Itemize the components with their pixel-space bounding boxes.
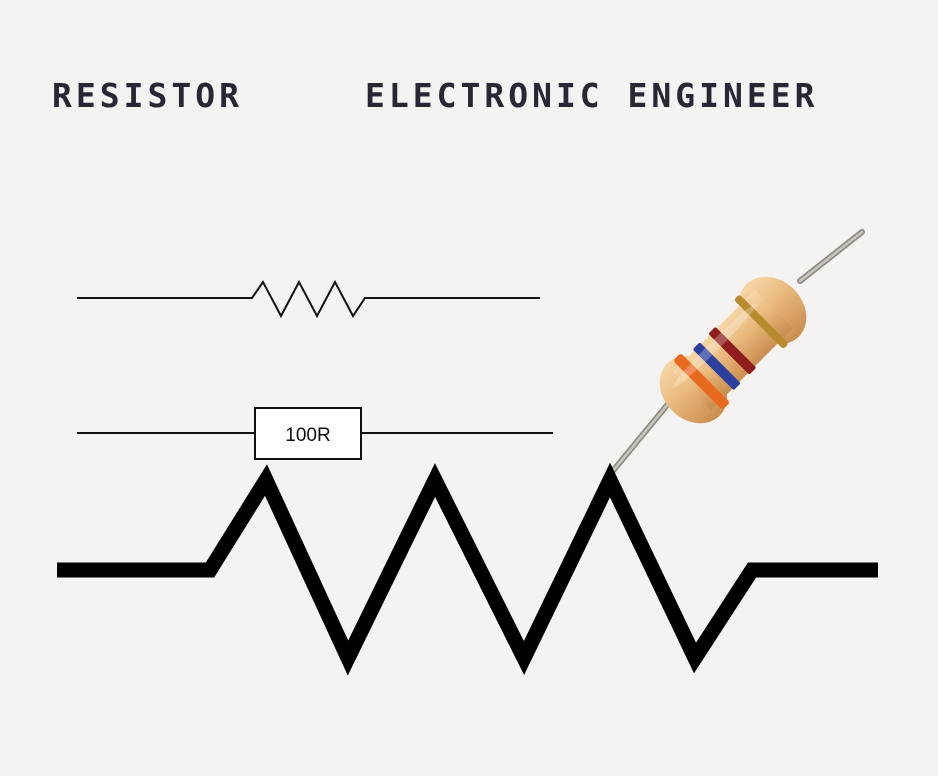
zigzag-resistor-symbol-small — [77, 279, 540, 319]
title-resistor: RESISTOR — [52, 76, 243, 115]
resistor-value-label: 100R — [285, 425, 330, 446]
zigzag-resistor-symbol-large — [57, 462, 878, 676]
box-resistor-symbol: 100R — [77, 407, 553, 460]
physical-resistor-icon — [609, 229, 865, 475]
title-electronic-engineer: ELECTRONIC ENGINEER — [365, 76, 819, 115]
